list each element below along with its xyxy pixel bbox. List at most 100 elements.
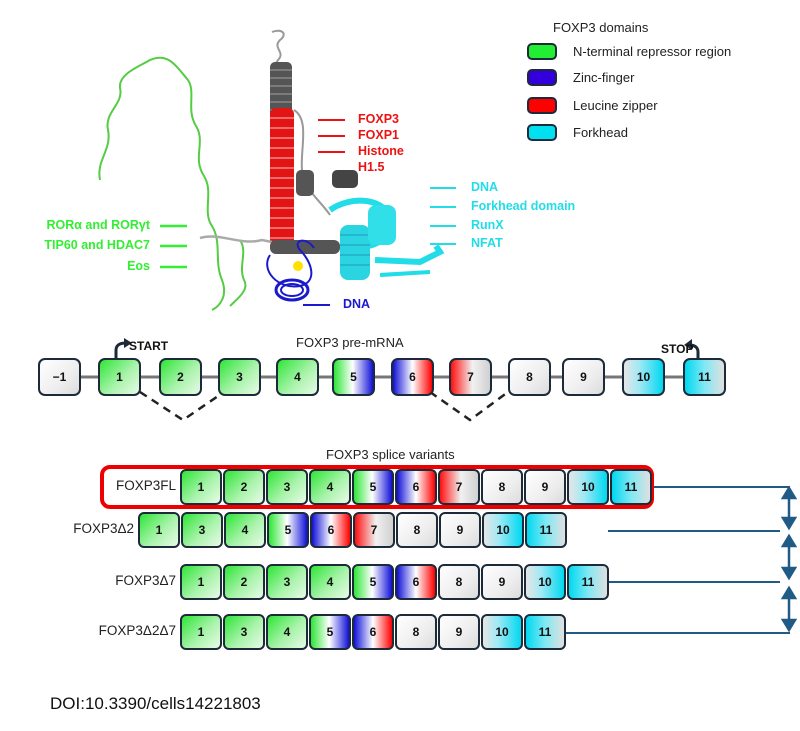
stop-arrowhead-icon xyxy=(684,339,692,350)
start-label: START xyxy=(129,339,169,353)
variant-exon: 7 xyxy=(438,469,480,505)
pre-mrna-exon: 5 xyxy=(332,358,375,396)
legend-item-forkhead: Forkhead xyxy=(527,121,628,143)
variant-exon: 3 xyxy=(223,614,265,650)
pre-mrna-title: FOXP3 pre-mRNA xyxy=(296,335,404,350)
variant-label: FOXP3FL xyxy=(115,478,176,493)
helix-gray-mid xyxy=(296,170,358,196)
annotation-tip60: TIP60 and HDAC7 xyxy=(44,238,150,252)
variant-exon: 10 xyxy=(567,469,609,505)
variant-exon: 5 xyxy=(352,564,394,600)
variant-exon: 2 xyxy=(223,564,265,600)
arrowhead-down-icon xyxy=(780,566,798,581)
annotation-h15: H1.5 xyxy=(358,160,385,174)
zinc-atom xyxy=(293,261,303,271)
pre-mrna-exon: −1 xyxy=(38,358,81,396)
splice-variants-title: FOXP3 splice variants xyxy=(326,447,455,462)
variant-exon: 9 xyxy=(524,469,566,505)
variant-exon: 4 xyxy=(266,614,308,650)
pre-mrna-exon: 2 xyxy=(159,358,202,396)
annotation-nfat: NFAT xyxy=(471,236,503,250)
splice-junction-exon7 xyxy=(429,390,509,422)
coil-n-terminal xyxy=(98,56,247,311)
legend-swatch xyxy=(527,42,557,60)
variant-exon: 10 xyxy=(482,512,524,548)
zinc-finger-domain xyxy=(266,239,315,302)
annotation-ror: RORα and RORγt xyxy=(46,218,150,232)
variant-exon: 10 xyxy=(524,564,566,600)
pre-mrna-exon: 9 xyxy=(562,358,605,396)
variant-exon: 5 xyxy=(352,469,394,505)
protein-structure xyxy=(98,29,456,311)
variant-exon: 11 xyxy=(525,512,567,548)
pre-mrna-exon: 11 xyxy=(683,358,726,396)
splice-junction-exon2 xyxy=(139,390,225,422)
pre-mrna-exon: 7 xyxy=(449,358,492,396)
annotation-histone: Histone xyxy=(358,144,404,158)
full-length-highlight-box xyxy=(100,465,654,509)
start-arrowhead-icon xyxy=(124,338,132,348)
variant-exon: 1 xyxy=(138,512,180,548)
pre-mrna-exon: 3 xyxy=(218,358,261,396)
variant-exon: 11 xyxy=(567,564,609,600)
variant-exon: 9 xyxy=(439,512,481,548)
variant-exon: 9 xyxy=(481,564,523,600)
variant-exon: 9 xyxy=(438,614,480,650)
arrowhead-up-icon xyxy=(780,533,798,548)
legend-label: Zinc-finger xyxy=(573,69,635,85)
variant-exon: 4 xyxy=(309,564,351,600)
annotation-runx: RunX xyxy=(471,218,504,232)
pre-mrna-exon: 1 xyxy=(98,358,141,396)
variant-exon: 11 xyxy=(524,614,566,650)
variant-exon: 5 xyxy=(267,512,309,548)
pre-mrna-exon: 10 xyxy=(622,358,665,396)
legend-label: Leucine zipper xyxy=(573,97,658,113)
legend-item-leucine-zipper: Leucine zipper xyxy=(527,94,658,116)
variant-exon: 2 xyxy=(223,469,265,505)
variant-exon: 3 xyxy=(266,469,308,505)
arrowhead-up-icon xyxy=(780,585,798,600)
arrowhead-down-icon xyxy=(780,618,798,633)
pre-mrna-exon: 6 xyxy=(391,358,434,396)
legend-swatch xyxy=(527,96,557,114)
variant-exon: 4 xyxy=(309,469,351,505)
variant-label: FOXP3Δ2 xyxy=(73,521,134,536)
legend-item-zinc-finger: Zinc-finger xyxy=(527,66,634,88)
variant-exon: 8 xyxy=(438,564,480,600)
helix-gray-bridge xyxy=(270,240,340,254)
legend-item-n-terminal: N-terminal repressor region xyxy=(527,40,731,62)
variant-exon: 6 xyxy=(395,564,437,600)
annotation-eos: Eos xyxy=(127,259,150,273)
variant-exon: 6 xyxy=(352,614,394,650)
legend-label: Forkhead xyxy=(573,124,628,140)
variant-brackets xyxy=(566,485,798,634)
variant-exon: 1 xyxy=(180,469,222,505)
annotation-forkhead-domain: Forkhead domain xyxy=(471,199,576,213)
variant-exon: 3 xyxy=(181,512,223,548)
legend-swatch xyxy=(527,123,557,141)
helix-leucine-zipper xyxy=(270,108,294,246)
variant-exon: 8 xyxy=(481,469,523,505)
stop-label: STOP xyxy=(661,342,694,356)
variant-exon: 3 xyxy=(266,564,308,600)
variant-label: FOXP3Δ7 xyxy=(115,573,176,588)
legend-title: FOXP3 domains xyxy=(553,20,649,35)
annotation-dna-forkhead: DNA xyxy=(471,180,499,194)
variant-exon: 10 xyxy=(481,614,523,650)
variant-exon: 6 xyxy=(395,469,437,505)
variant-exon: 8 xyxy=(395,614,437,650)
annotation-foxp1: FOXP1 xyxy=(358,128,399,142)
doi-citation: DOI:10.3390/cells14221803 xyxy=(50,694,261,713)
variant-exon: 1 xyxy=(180,564,222,600)
pre-mrna-exon: 4 xyxy=(276,358,319,396)
variant-label: FOXP3Δ2Δ7 xyxy=(98,623,176,638)
variant-exon: 6 xyxy=(310,512,352,548)
annotation-dna-zinc-finger: DNA xyxy=(343,297,371,311)
legend-label: N-terminal repressor region xyxy=(573,43,732,59)
variant-exon: 7 xyxy=(353,512,395,548)
forkhead-domain xyxy=(328,197,445,280)
helix-gray-top xyxy=(270,62,292,117)
variant-exon: 4 xyxy=(224,512,266,548)
variant-exon: 11 xyxy=(610,469,652,505)
variant-exon: 1 xyxy=(180,614,222,650)
